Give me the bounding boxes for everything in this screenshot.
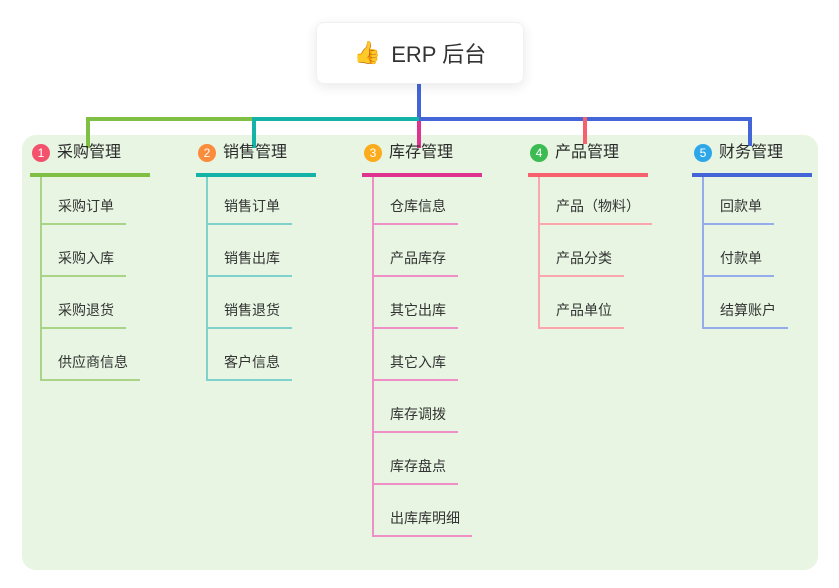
child-node[interactable]: 采购退货 (42, 300, 126, 329)
child-node[interactable]: 付款单 (704, 248, 774, 277)
branch-children: 产品（物料） 产品分类产品单位 (538, 177, 652, 329)
drop-line-inventory (417, 121, 421, 148)
child-node[interactable]: 结算账户 (704, 300, 788, 329)
child-node[interactable]: 其它入库 (374, 352, 458, 381)
root-node[interactable]: 👍 ERP 后台 (316, 22, 524, 84)
child-node[interactable]: 库存盘点 (374, 456, 458, 485)
child-row: 产品单位 (540, 277, 652, 329)
child-node[interactable]: 产品分类 (540, 248, 624, 277)
child-node[interactable]: 采购订单 (42, 196, 126, 225)
branch-label: 财务管理 (719, 144, 784, 161)
thumbs-up-icon: 👍 (353, 40, 382, 65)
child-node[interactable]: 仓库信息 (374, 196, 458, 225)
child-node[interactable]: 产品单位 (540, 300, 624, 329)
child-row: 付款单 (704, 225, 788, 277)
branch-number-badge: 5 (694, 144, 712, 162)
branch-number-badge: 4 (530, 144, 548, 162)
mindmap-panel (22, 135, 818, 570)
child-row: 库存盘点 (374, 433, 472, 485)
child-node[interactable]: 采购入库 (42, 248, 126, 277)
child-row: 仓库信息 (374, 177, 472, 225)
child-row: 客户信息 (208, 329, 292, 381)
branch-children: 回款单付款单结算账户 (702, 177, 788, 329)
child-row: 采购入库 (42, 225, 140, 277)
child-row: 供应商信息 (42, 329, 140, 381)
branch-label: 库存管理 (389, 144, 454, 161)
branch-node-1[interactable]: 1 采购管理 (30, 140, 150, 177)
child-node[interactable]: 客户信息 (208, 352, 292, 381)
branch-children: 销售订单销售出库销售退货客户信息 (206, 177, 292, 381)
child-node[interactable]: 产品库存 (374, 248, 458, 277)
child-node[interactable]: 销售出库 (208, 248, 292, 277)
branch-4: 4 产品管理产品（物料） 产品分类产品单位 (528, 140, 652, 329)
branch-children: 采购订单采购入库采购退货供应商信息 (40, 177, 140, 381)
branch-1: 1 采购管理采购订单采购入库采购退货供应商信息 (30, 140, 150, 381)
root-title: ERP 后台 (391, 42, 487, 67)
child-node[interactable]: 销售订单 (208, 196, 292, 225)
root-stem-line (417, 82, 421, 121)
child-node[interactable]: 回款单 (704, 196, 774, 225)
drop-line-finance (748, 117, 752, 146)
child-node[interactable]: 其它出库 (374, 300, 458, 329)
child-row: 采购订单 (42, 177, 140, 225)
branch-label: 产品管理 (555, 144, 620, 161)
child-node[interactable]: 库存调拨 (374, 404, 458, 433)
child-row: 回款单 (704, 177, 788, 225)
child-row: 产品分类 (540, 225, 652, 277)
child-node[interactable]: 出库库明细 (374, 508, 472, 537)
branch-number-badge: 3 (364, 144, 382, 162)
child-node[interactable]: 销售退货 (208, 300, 292, 329)
child-row: 其它入库 (374, 329, 472, 381)
branch-node-5[interactable]: 5 财务管理 (692, 140, 812, 177)
branch-5: 5 财务管理回款单付款单结算账户 (692, 140, 812, 329)
branch-node-4[interactable]: 4 产品管理 (528, 140, 648, 177)
branch-node-2[interactable]: 2 销售管理 (196, 140, 316, 177)
branch-number-badge: 2 (198, 144, 216, 162)
child-row: 结算账户 (704, 277, 788, 329)
child-row: 销售出库 (208, 225, 292, 277)
connector-segment-purchase (86, 117, 256, 121)
child-row: 销售退货 (208, 277, 292, 329)
branch-label: 销售管理 (223, 144, 288, 161)
drop-line-purchase (86, 117, 90, 148)
branch-node-3[interactable]: 3 库存管理 (362, 140, 482, 177)
drop-line-product (583, 117, 587, 144)
branch-2: 2 销售管理销售订单销售出库销售退货客户信息 (196, 140, 316, 381)
child-row: 库存调拨 (374, 381, 472, 433)
child-node[interactable]: 供应商信息 (42, 352, 140, 381)
branch-children: 仓库信息产品库存其它出库其它入库库存调拨库存盘点出库库明细 (372, 177, 472, 537)
child-row: 销售订单 (208, 177, 292, 225)
child-row: 其它出库 (374, 277, 472, 329)
branch-3: 3 库存管理仓库信息产品库存其它出库其它入库库存调拨库存盘点出库库明细 (362, 140, 482, 537)
child-node[interactable]: 产品（物料） (540, 196, 652, 225)
drop-line-sales (252, 117, 256, 148)
child-row: 产品库存 (374, 225, 472, 277)
connector-segment-sales (254, 117, 419, 121)
branch-number-badge: 1 (32, 144, 50, 162)
child-row: 出库库明细 (374, 485, 472, 537)
branch-label: 采购管理 (57, 144, 122, 161)
child-row: 产品（物料） (540, 177, 652, 225)
child-row: 采购退货 (42, 277, 140, 329)
